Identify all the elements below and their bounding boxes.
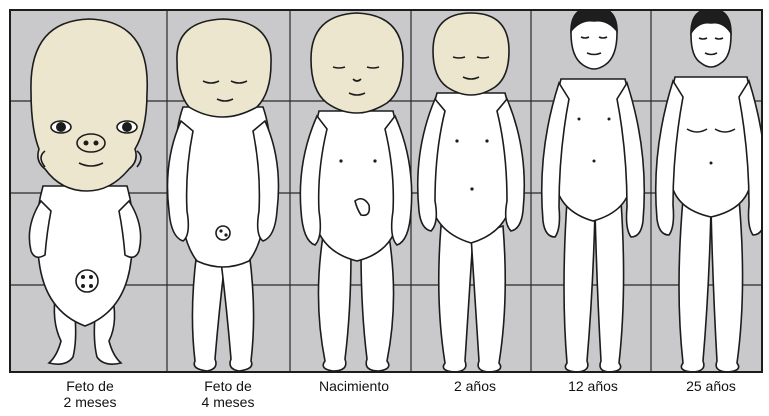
fetus2-right-ear [137,151,141,167]
figure-25-years [656,11,763,372]
caption-line: 2 años [420,378,530,394]
caption-line: 2 meses [35,394,145,410]
newborn-nipple [373,159,376,162]
child12-nipple [578,118,581,121]
fetus4-head [177,19,271,117]
fetus2-right-pupil [122,122,132,132]
fetus4-umbilical-cord [216,226,230,240]
caption-fetus-4-months: Feto de 4 meses [173,378,283,410]
child2-nipple [485,139,488,142]
fetus2-torso [37,186,134,326]
figure-12-years [542,11,645,372]
fetus2-nostril [84,141,89,146]
fetus2-nostril [94,141,99,146]
fetus2-cord-dot [81,284,85,288]
adult-navel [710,162,713,165]
caption-line: Feto de [35,378,145,394]
fetus4-cord-dot [219,229,222,232]
child2-nipple [455,139,458,142]
caption-birth: Nacimiento [299,378,409,394]
fetus2-cord-dot [81,275,85,279]
newborn-nipple [339,159,342,162]
fetus4-left-leg [192,251,225,371]
newborn-head [311,13,403,113]
caption-line: 25 años [656,378,766,394]
fetus2-cord-dot [89,284,93,288]
fetus2-cord-dot [89,275,93,279]
caption-12-years: 12 años [538,378,648,394]
child2-navel [470,187,473,190]
child2-left-leg [439,226,473,372]
caption-line: Nacimiento [299,378,409,394]
child12-navel [593,160,596,163]
figure-2-years [418,13,525,372]
child2-head [433,13,509,95]
fetus2-umbilical-cord [76,270,98,292]
caption-fetus-2-months: Feto de 2 meses [35,378,145,410]
caption-25-years: 25 años [656,378,766,394]
adult-right-leg [711,199,743,372]
adult-left-leg [679,199,711,372]
proportion-grid-panel [9,9,763,373]
fetus2-left-pupil [56,122,66,132]
caption-line: 4 meses [173,394,283,410]
caption-line: Feto de [173,378,283,394]
caption-line: 12 años [538,378,648,394]
fetus4-right-leg [221,251,254,371]
figure-fetus-4-months [168,19,279,371]
proportion-grid-svg [11,11,763,373]
figure-newborn [300,13,411,371]
figure-fetus-2-months [29,19,147,364]
caption-2-years: 2 años [420,378,530,394]
child2-right-leg [471,226,505,372]
fetus2-nose [77,134,105,152]
child12-nipple [608,118,611,121]
child12-left-leg [564,201,595,372]
fetus4-cord-dot [224,233,227,236]
child12-right-leg [595,201,624,372]
